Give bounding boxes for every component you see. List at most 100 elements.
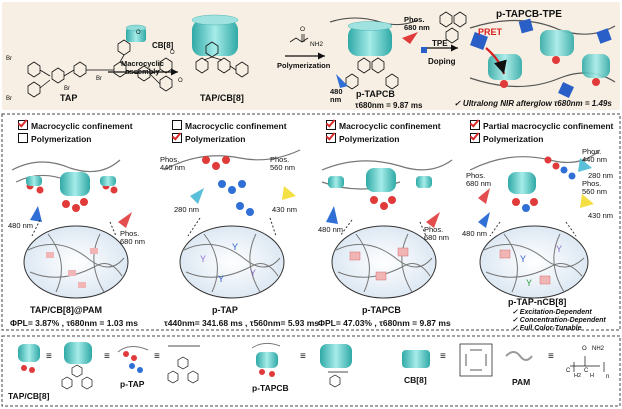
legend-eq-4: ≡ [300, 351, 306, 362]
panel2-check-1: Macrocyclic confinement [172, 120, 287, 131]
ome-label-1: O [170, 50, 175, 56]
svg-text:Y: Y [526, 278, 532, 288]
panel2-excite-b: 430 nm [272, 205, 298, 214]
ptapcb-polymer-top [329, 17, 419, 90]
svg-text:Y: Y [556, 244, 562, 254]
legend-eq-3: ≡ [154, 351, 160, 362]
cb8-icon-top [125, 24, 147, 42]
macrocyclic-assembly-label: Macrocyclic assembly [121, 59, 164, 76]
tau-ptapcb: τ680nm = 9.87 ms [355, 101, 423, 110]
panel3-metric: ΦPL= 47.03% , τ680nm = 9.87 ms [318, 318, 451, 328]
ome-label-3: O [136, 30, 141, 36]
panel3-name: p-TAPCB [362, 305, 401, 315]
tpe-molecule [439, 11, 467, 44]
tpe-cube-icon [421, 47, 427, 53]
tpe-label: TPE [432, 39, 448, 48]
panel4-excite-a: 280 nm [588, 171, 614, 180]
legend-eq-1: ≡ [46, 351, 52, 362]
panel4-feature-2: ✓ Concentration-Dependent [512, 317, 606, 324]
legend-eq-5: ≡ [440, 351, 446, 362]
svg-text:Y: Y [520, 254, 526, 264]
panel3-graphics [321, 159, 453, 299]
phos-beam-red [402, 32, 418, 44]
taptcb-complex [191, 14, 249, 78]
panel1-excite: 480 nm [8, 221, 34, 230]
panel4-phos-b: Phos. 560 nm [582, 179, 608, 196]
panel1-check-2: Polymerization [18, 133, 91, 144]
panel1-graphics [11, 159, 132, 299]
panel4-excite-b: 430 nm [588, 211, 614, 220]
pam-atom-nh2: NH2 [592, 346, 605, 352]
panel4-graphics: Y Y Y [469, 149, 601, 299]
panel4-check-2: Polymerization [470, 133, 543, 144]
excitation-beam-blue [336, 74, 348, 88]
pam-atom-c1: C [566, 368, 571, 374]
panel4-phos-c: Phos. 680 nm [466, 171, 492, 188]
panel2-check-2: Polymerization [172, 133, 245, 144]
ptapcb-tpe-label: p-TAPCB-TPE [496, 9, 562, 20]
pret-label: PRET [478, 27, 503, 37]
ultralong-afterglow-label: ✓ Ultralong NIR afterglow τ680nm = 1.49s [454, 99, 612, 108]
panel2-phos-a: Phos. 440 nm [160, 155, 186, 172]
checkbox-checked-icon [470, 133, 480, 143]
pam-atom-n: n [606, 374, 610, 380]
panel1-name: TAP/CB[8]@PAM [30, 305, 102, 315]
br-label-1: Br [6, 56, 12, 62]
panel2-name: p-TAP [212, 305, 238, 315]
legend-ptapcb: p-TAPCB [252, 383, 289, 393]
br-label-2: Br [6, 96, 12, 102]
panel4-feature-3: ✓ Full Color-Tunable [512, 325, 582, 332]
cb8-label-top: CB[8] [152, 41, 174, 50]
panel1-phos: Phos. 680 nm [120, 229, 146, 246]
checkbox-checked-icon [326, 120, 336, 130]
svg-text:Y: Y [232, 242, 238, 252]
pam-atom-h: H [590, 373, 594, 379]
panel1-metric: ΦPL= 3.87% , τ680nm = 1.03 ms [10, 318, 138, 328]
middle-panel-border [1, 113, 621, 331]
legend-cb8: CB[8] [404, 375, 427, 385]
ptapcb-tpe-assembly [469, 18, 616, 98]
phos-680-label-top: Phos. 680 nm [404, 15, 430, 32]
checkbox-checked-icon [172, 133, 182, 143]
legend-eq-2: ≡ [104, 351, 110, 362]
checkbox-checked-icon [326, 133, 336, 143]
pam-atom-o: O [582, 346, 587, 352]
doping-label: Doping [428, 57, 456, 66]
panel4-excite-c: 480 nm [462, 229, 488, 238]
panel3-check-2: Polymerization [326, 133, 399, 144]
panel4-feature-1: ✓ Excitation-Dependent [512, 309, 592, 316]
panel4-phos-a: Phos. 440 nm [582, 147, 608, 164]
checkbox-empty-icon [172, 120, 182, 130]
nh2-label: NH2 [310, 41, 324, 48]
legend-ptap: p-TAP [120, 379, 145, 389]
panel2-metric: τ440nm= 341.68 ms , τ560nm= 5.93 ms [164, 318, 320, 328]
taptcb-label: TAP/CB[8] [200, 93, 244, 103]
checkbox-empty-icon [18, 133, 28, 143]
panel4-check-1: Partial macrocyclic confinement [470, 120, 613, 131]
checkbox-checked-icon [18, 120, 28, 130]
svg-text:Y: Y [200, 254, 206, 264]
legend-panel-border [1, 335, 621, 407]
panel4-name: p-TAP-nCB[8] [508, 297, 567, 307]
o-atom-label: O [300, 26, 306, 33]
br-label-4: Br [96, 76, 102, 82]
panel1-check-1: Macrocyclic confinement [18, 120, 133, 131]
pam-atom-h2: H2 [574, 373, 582, 379]
panel3-check-1: Macrocyclic confinement [326, 120, 441, 131]
svg-text:Y: Y [218, 274, 224, 284]
ptapcb-label-top: p-TAPCB [356, 89, 395, 99]
legend-eq-6: ≡ [548, 351, 554, 362]
legend-graphics [18, 342, 605, 390]
br-label-3: Br [64, 86, 70, 92]
panel2-phos-b: Phos. 560 nm [270, 155, 296, 172]
ome-label-2: O [178, 78, 183, 84]
legend-pam: PAM [512, 377, 531, 387]
excitation-480-label-top: 480 nm [330, 87, 343, 104]
legend-taptcb: TAP/CB[8] [8, 391, 50, 401]
checkbox-checked-icon [470, 120, 480, 130]
tap-label: TAP [60, 93, 78, 103]
acrylamide-molecule [289, 34, 309, 43]
